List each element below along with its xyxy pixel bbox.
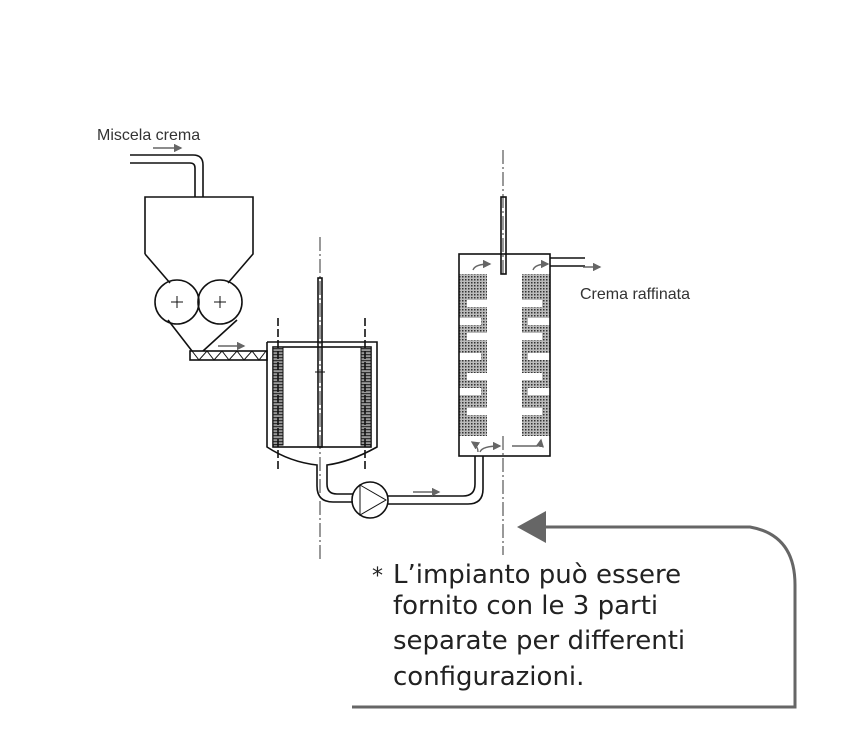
note-asterisk: *: [372, 564, 383, 589]
inlet-label: Miscela crema: [97, 127, 200, 144]
pump: [351, 456, 484, 519]
note-callout: * L’impianto può essere fornito con le 3…: [352, 511, 797, 709]
refiner: [458, 150, 602, 555]
inlet-pipe-inner: [130, 162, 196, 197]
note-line-1: L’impianto può essere: [393, 560, 681, 590]
outlet-label: Crema raffinata: [580, 286, 690, 303]
inlet-pipe-outer: [130, 154, 204, 197]
hopper: [144, 196, 254, 352]
callout-arrowhead: [517, 511, 546, 543]
note-line-3: separate per differenti: [393, 626, 685, 656]
callout-border: [352, 525, 797, 709]
note-line-2: fornito con le 3 parti: [393, 591, 658, 621]
screw-conveyor: [189, 341, 268, 361]
mixer-tank: [266, 237, 378, 560]
note-line-4: configurazioni.: [393, 662, 584, 692]
